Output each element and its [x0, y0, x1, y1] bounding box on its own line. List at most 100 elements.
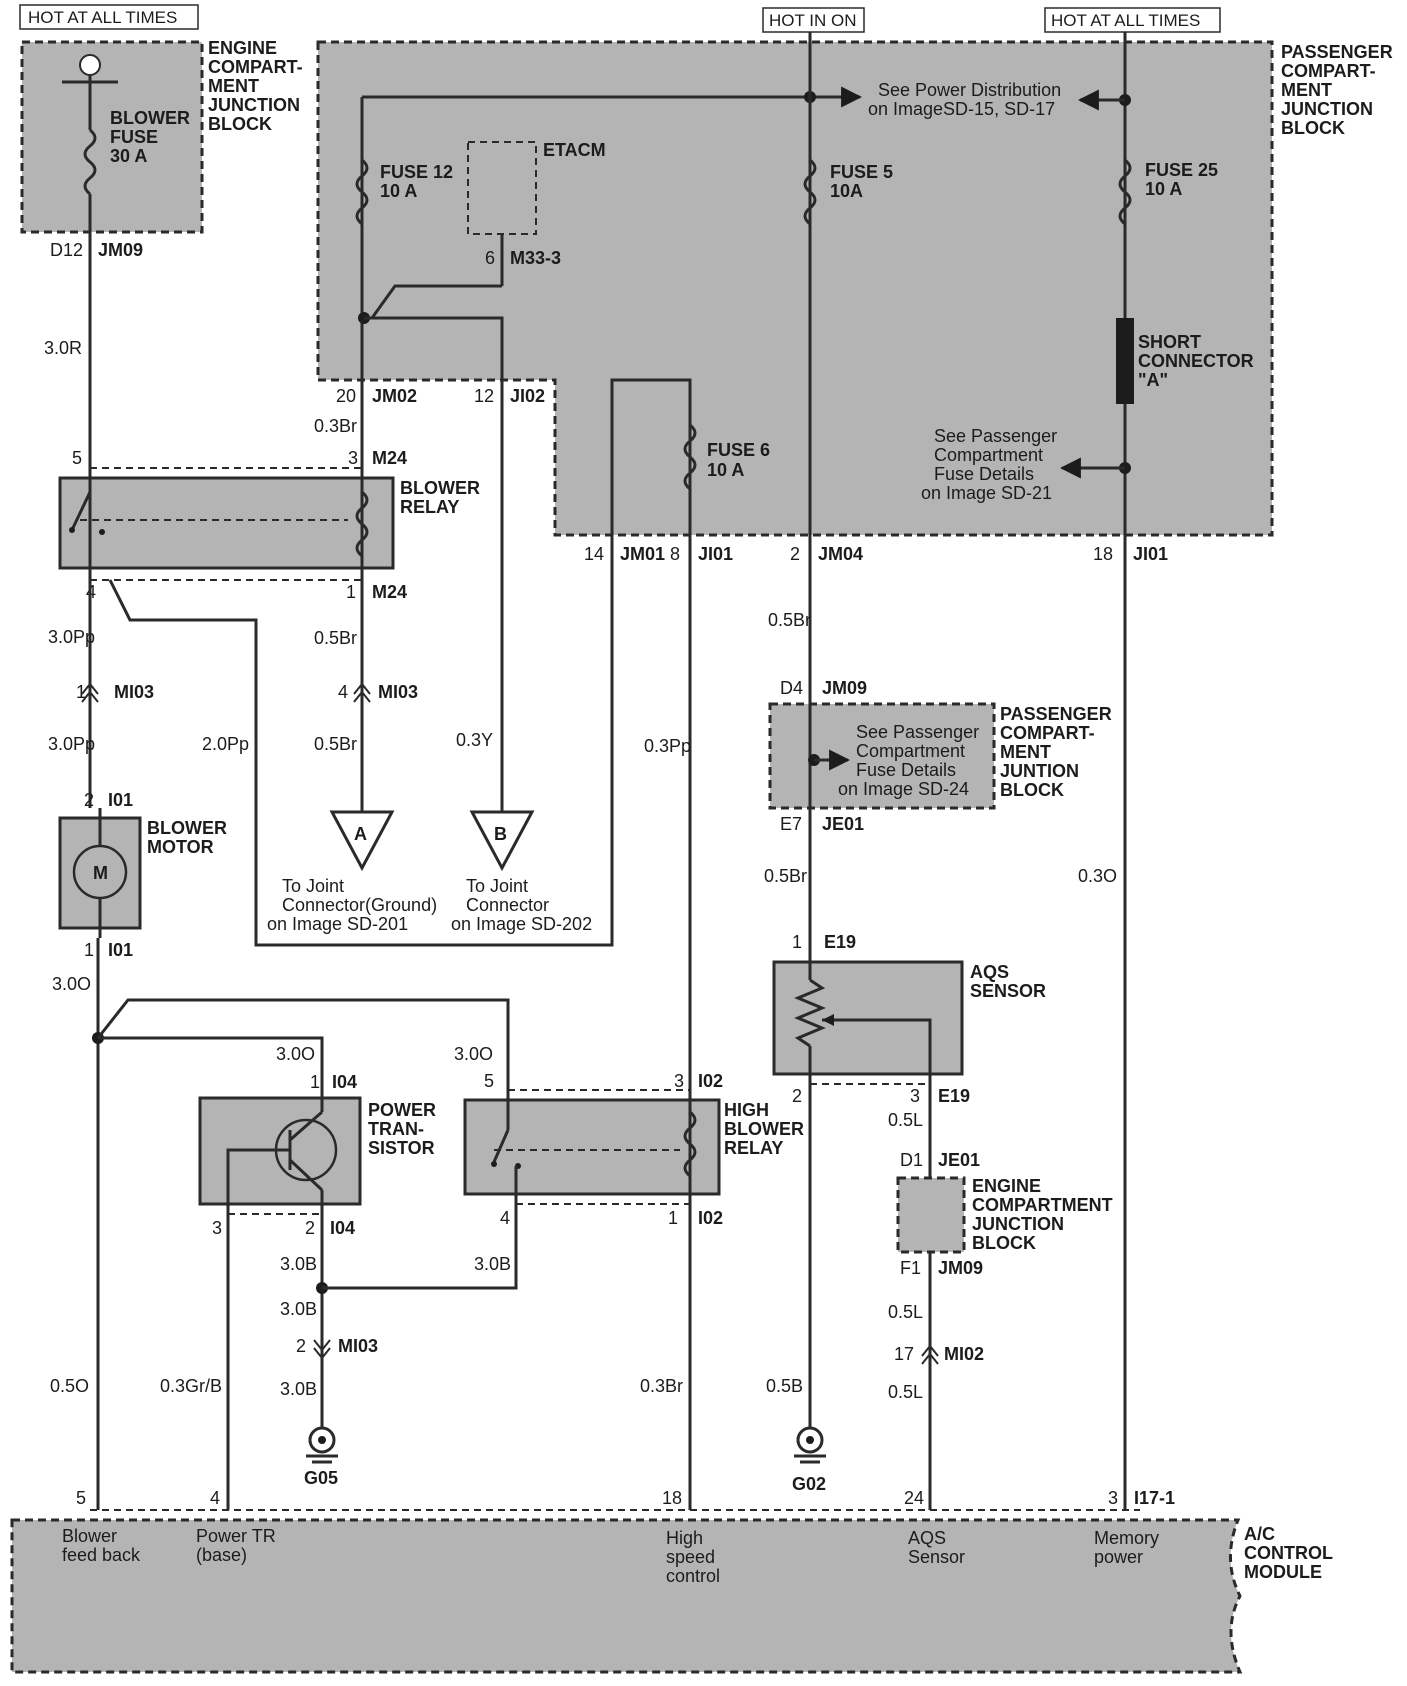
svg-text:JM01: JM01 [620, 544, 665, 564]
svg-text:8: 8 [670, 544, 680, 564]
svg-text:Compartment: Compartment [856, 741, 965, 761]
svg-text:1: 1 [310, 1072, 320, 1092]
svg-text:10 A: 10 A [380, 181, 417, 201]
svg-text:5: 5 [76, 1488, 86, 1508]
hot-label-center: HOT IN ON [762, 7, 865, 33]
svg-text:D4: D4 [780, 678, 803, 698]
wire-label-3-0o-b: 3.0O [276, 1044, 315, 1064]
svg-text:JM09: JM09 [822, 678, 867, 698]
svg-text:MI02: MI02 [944, 1344, 984, 1364]
svg-text:BLOCK: BLOCK [1000, 780, 1064, 800]
svg-text:CONTROL: CONTROL [1244, 1543, 1333, 1563]
svg-text:PASSENGER: PASSENGER [1000, 704, 1112, 724]
svg-text:COMPART-: COMPART- [1281, 61, 1376, 81]
svg-text:2: 2 [792, 1086, 802, 1106]
wire-label-3-0o-c: 3.0O [454, 1044, 493, 1064]
svg-text:MI03: MI03 [378, 682, 418, 702]
svg-text:2: 2 [84, 790, 94, 810]
hot-label-right: HOT AT ALL TIMES [1044, 7, 1221, 33]
svg-text:COMPART-: COMPART- [1000, 723, 1095, 743]
svg-text:2: 2 [296, 1336, 306, 1356]
svg-text:CONNECTOR: CONNECTOR [1138, 351, 1254, 371]
svg-text:MENT: MENT [208, 76, 259, 96]
svg-text:6: 6 [485, 248, 495, 268]
svg-text:speed: speed [666, 1547, 715, 1567]
svg-text:3: 3 [348, 448, 358, 468]
svg-text:1: 1 [792, 932, 802, 952]
svg-text:Connector(Ground): Connector(Ground) [282, 895, 437, 915]
svg-text:HIGH: HIGH [724, 1100, 769, 1120]
svg-text:10A: 10A [830, 181, 863, 201]
svg-text:(base): (base) [196, 1545, 247, 1565]
hot-label-left: HOT AT ALL TIMES [19, 4, 199, 30]
svg-text:FUSE 25: FUSE 25 [1145, 160, 1218, 180]
svg-text:FUSE 5: FUSE 5 [830, 162, 893, 182]
wire-label-3-0o-a: 3.0O [52, 974, 91, 994]
svg-text:control: control [666, 1566, 720, 1586]
svg-text:High: High [666, 1528, 703, 1548]
wire-label-0-5br-d: 0.5Br [764, 866, 807, 886]
svg-text:3: 3 [1108, 1488, 1118, 1508]
svg-text:COMPART-: COMPART- [208, 57, 303, 77]
svg-text:4: 4 [338, 682, 348, 702]
svg-text:AQS: AQS [908, 1528, 946, 1548]
svg-text:12: 12 [474, 386, 494, 406]
svg-text:1: 1 [668, 1208, 678, 1228]
svg-text:I01: I01 [108, 940, 133, 960]
svg-text:See Passenger: See Passenger [934, 426, 1057, 446]
svg-text:I02: I02 [698, 1071, 723, 1091]
wire-label-0-5br-a: 0.5Br [314, 628, 357, 648]
wire-label-0-3br: 0.3Br [314, 416, 357, 436]
svg-text:"A": "A" [1138, 370, 1168, 390]
svg-text:I04: I04 [332, 1072, 357, 1092]
svg-text:RELAY: RELAY [724, 1138, 783, 1158]
svg-text:20: 20 [336, 386, 356, 406]
svg-text:B: B [494, 824, 507, 844]
svg-text:I02: I02 [698, 1208, 723, 1228]
svg-text:Blower: Blower [62, 1526, 117, 1546]
svg-text:See Passenger: See Passenger [856, 722, 979, 742]
svg-text:Compartment: Compartment [934, 445, 1043, 465]
connector-mi03-2: 2 MI03 [296, 1336, 378, 1360]
svg-text:BLOCK: BLOCK [1281, 118, 1345, 138]
joint-connector-b: B To Joint Connector on Image SD-202 [451, 810, 592, 934]
ground-g05: G05 [304, 1426, 338, 1488]
svg-text:JE01: JE01 [822, 814, 864, 834]
wire-label-3-0r: 3.0R [44, 338, 82, 358]
wire-label-0-3y: 0.3Y [456, 730, 493, 750]
svg-text:SENSOR: SENSOR [970, 981, 1046, 1001]
wire-label-0-3br-b: 0.3Br [640, 1376, 683, 1396]
ground-g02: G02 [792, 1426, 826, 1494]
svg-text:G05: G05 [304, 1468, 338, 1488]
svg-text:3: 3 [674, 1071, 684, 1091]
svg-text:on Image SD-21: on Image SD-21 [921, 483, 1052, 503]
svg-text:PASSENGER: PASSENGER [1281, 42, 1393, 62]
svg-text:2: 2 [790, 544, 800, 564]
svg-text:10 A: 10 A [1145, 179, 1182, 199]
svg-text:JUNCTION: JUNCTION [208, 95, 300, 115]
wire-label-3-0b-c: 3.0B [280, 1299, 317, 1319]
svg-text:Fuse Details: Fuse Details [856, 760, 956, 780]
svg-text:24: 24 [904, 1488, 924, 1508]
svg-text:4: 4 [210, 1488, 220, 1508]
wire-label-3-0pp-b: 3.0Pp [48, 734, 95, 754]
ac-pin-power-tr-base: 4 Power TR (base) [196, 1488, 276, 1565]
wire-3-0o-tr [98, 1036, 324, 1098]
wire-2-0pp [108, 535, 614, 947]
svg-text:JI01: JI01 [698, 544, 733, 564]
svg-text:14: 14 [584, 544, 604, 564]
ac-pin-aqs-sensor: 24 AQS Sensor [904, 1488, 965, 1567]
wire-label-3-0pp-a: 3.0Pp [48, 627, 95, 647]
svg-text:I04: I04 [330, 1218, 355, 1238]
svg-text:I01: I01 [108, 790, 133, 810]
svg-text:HOT IN ON: HOT IN ON [769, 11, 857, 30]
svg-text:1: 1 [84, 940, 94, 960]
svg-text:FUSE: FUSE [110, 127, 158, 147]
svg-text:ENGINE: ENGINE [972, 1176, 1041, 1196]
svg-text:18: 18 [662, 1488, 682, 1508]
svg-text:See Power Distribution: See Power Distribution [878, 80, 1061, 100]
svg-text:18: 18 [1093, 544, 1113, 564]
svg-text:BLOWER: BLOWER [724, 1119, 804, 1139]
wire-label-0-5l-c: 0.5L [888, 1382, 923, 1402]
